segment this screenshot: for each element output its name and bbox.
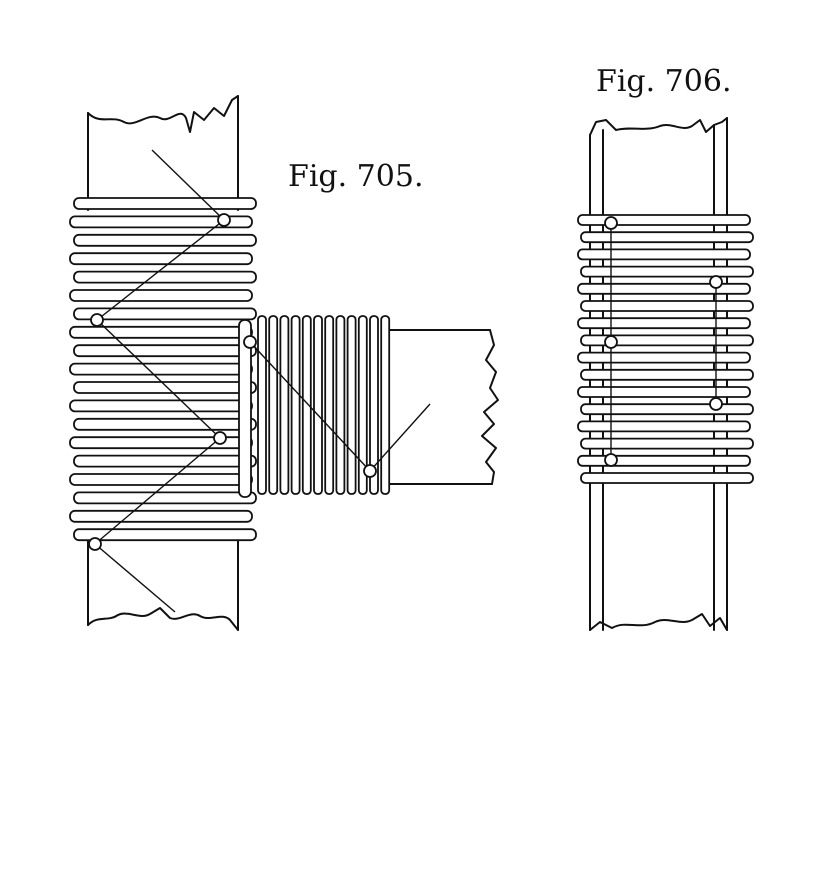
fig-705-diagram: Fig. 705. bbox=[69, 95, 499, 631]
fig-705-caption: Fig. 705. bbox=[288, 159, 423, 194]
diagonal-rope-lines bbox=[94, 149, 431, 613]
lashing-turn bbox=[580, 368, 754, 381]
lashing-turn bbox=[301, 315, 312, 495]
lashing-turn bbox=[69, 436, 253, 450]
poles-top-break bbox=[589, 117, 728, 136]
knot bbox=[90, 313, 104, 327]
knot bbox=[88, 537, 102, 551]
knot bbox=[604, 453, 618, 467]
lashing-turn bbox=[73, 233, 257, 247]
lashing-turn bbox=[268, 315, 279, 495]
lashing-turn bbox=[69, 399, 253, 413]
lashing-turn bbox=[577, 248, 751, 261]
lashing-turn bbox=[577, 386, 751, 398]
lashing-turn bbox=[577, 214, 751, 226]
lashing-turn bbox=[577, 420, 751, 433]
post-bottom-break bbox=[87, 607, 239, 631]
lashing-turn bbox=[73, 381, 257, 394]
lashing-turn bbox=[238, 319, 252, 498]
lashing-turn bbox=[73, 307, 257, 321]
rope-knots bbox=[88, 213, 377, 551]
twin-knots bbox=[604, 216, 723, 467]
lashing-turn bbox=[69, 289, 253, 302]
lashing-turn bbox=[357, 315, 368, 495]
knot bbox=[363, 464, 377, 478]
poles-bottom-break bbox=[589, 613, 728, 631]
lashing-turn bbox=[69, 509, 253, 523]
lashing-turn bbox=[73, 491, 257, 505]
lashing-turn bbox=[69, 215, 253, 229]
lashing-turn bbox=[577, 454, 751, 467]
lashing-turn bbox=[380, 315, 391, 495]
knot bbox=[709, 397, 723, 411]
post-lashing-turns bbox=[69, 197, 257, 542]
lashing-turn bbox=[580, 300, 754, 312]
vertical-post bbox=[87, 95, 239, 631]
lashing-turn bbox=[580, 472, 754, 484]
lashing-turn bbox=[313, 315, 323, 495]
lashing-turn bbox=[73, 528, 257, 542]
lashing-turn bbox=[290, 315, 301, 495]
fig-706-caption: Fig. 706. bbox=[596, 64, 731, 99]
lashing-turn bbox=[279, 315, 290, 495]
beam-end-break bbox=[481, 329, 499, 485]
knot bbox=[604, 335, 618, 349]
knot bbox=[243, 335, 257, 349]
lashing-turn bbox=[580, 437, 754, 450]
lashing-turn bbox=[577, 317, 751, 330]
lashing-turn bbox=[69, 473, 253, 486]
lashing-turn bbox=[73, 197, 257, 210]
lashing-turn bbox=[580, 265, 754, 278]
post-top-break bbox=[87, 95, 239, 133]
lashing-turn bbox=[580, 231, 754, 244]
lashing-turn bbox=[324, 315, 335, 495]
twin-pole-lashing-turns bbox=[577, 214, 754, 484]
fig-706-diagram: Fig. 706. bbox=[577, 64, 754, 631]
lashing-turn bbox=[369, 315, 379, 495]
lashing-turn bbox=[69, 362, 253, 376]
lashing-turn bbox=[69, 325, 253, 339]
lashing-turn bbox=[580, 403, 754, 416]
lashing-turn bbox=[577, 351, 751, 364]
knot bbox=[217, 213, 231, 227]
lashing-turn bbox=[577, 282, 751, 295]
lashing-turn bbox=[69, 252, 253, 266]
knot bbox=[709, 275, 723, 289]
lashing-turn bbox=[73, 344, 257, 358]
lashing-turn bbox=[580, 334, 754, 347]
knot bbox=[604, 216, 618, 230]
lashing-turn bbox=[73, 417, 257, 431]
lashing-turn bbox=[335, 315, 346, 495]
lashing-turn bbox=[73, 454, 257, 468]
knot bbox=[213, 431, 227, 445]
lashing-turn bbox=[73, 270, 257, 284]
beam-lashing-turns bbox=[238, 315, 391, 498]
lashing-turn bbox=[346, 315, 357, 495]
horizontal-beam bbox=[389, 329, 499, 485]
lashing-turn bbox=[257, 315, 267, 495]
